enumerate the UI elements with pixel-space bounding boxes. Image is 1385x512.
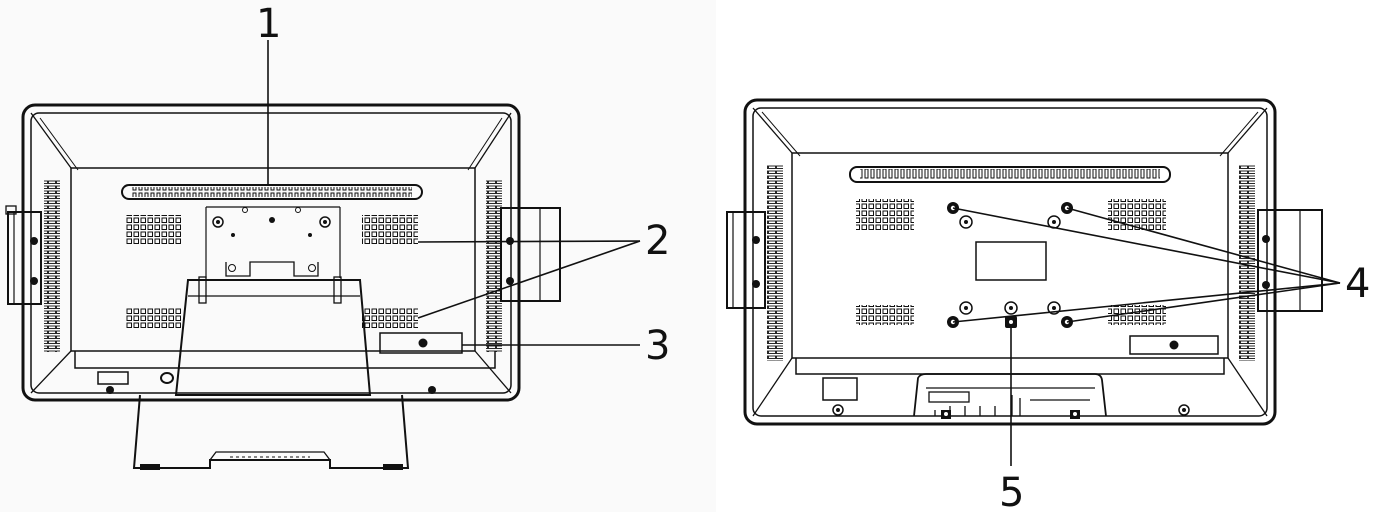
callout-5: 5 (999, 470, 1024, 512)
right-inner-frame (752, 107, 1268, 417)
right-port-bay (913, 373, 1107, 419)
right-cable-cover (1129, 335, 1219, 355)
right-label-plate (975, 241, 1047, 281)
left-grid-upper-left (126, 215, 182, 245)
left-outer-frame (21, 103, 521, 402)
callout-4: 4 (1345, 261, 1370, 307)
left-stand (132, 276, 410, 470)
left-grid-lower-right (362, 308, 418, 329)
right-grid-upper-left (856, 199, 914, 231)
right-side-vent-right (1239, 165, 1255, 361)
right-grid-lower-left (856, 305, 914, 325)
right-outer-frame (743, 98, 1277, 426)
left-grid-upper-right (362, 215, 418, 245)
right-bracket-left (726, 211, 766, 309)
right-monitor-view (726, 98, 1323, 426)
right-top-vent-bar (849, 166, 1171, 183)
left-bracket-right (500, 207, 561, 302)
left-cable-cover (379, 332, 463, 354)
right-vesa-screws (947, 202, 1073, 328)
left-bracket-left (5, 205, 42, 305)
left-grid-lower-left (126, 308, 182, 329)
left-top-vent-bar (121, 184, 423, 200)
left-inner-frame (30, 112, 512, 394)
right-back-panel (791, 152, 1229, 359)
left-side-vent-left (44, 180, 60, 352)
leader-lines (267, 40, 1341, 466)
left-back-panel (70, 167, 476, 352)
left-side-vent-right (486, 180, 502, 352)
left-vesa-plate (205, 206, 341, 278)
callout-2: 2 (645, 218, 670, 264)
callout-3: 3 (645, 323, 670, 369)
left-monitor-view (5, 103, 561, 470)
right-side-vent-left (767, 165, 783, 361)
callout-1: 1 (256, 1, 281, 47)
right-grid-upper-right (1108, 199, 1166, 231)
